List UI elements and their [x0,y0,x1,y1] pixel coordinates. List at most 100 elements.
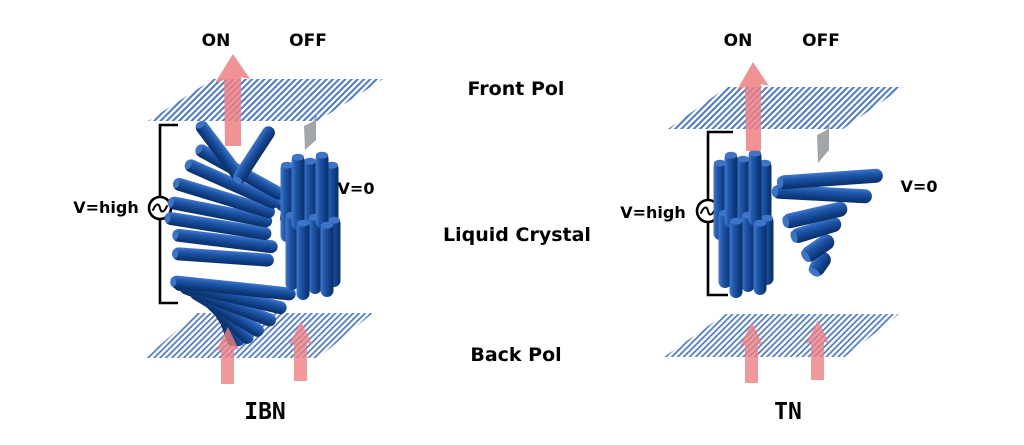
tn-ac-sine-icon [700,206,716,216]
ibn-off-label: OFF [289,31,327,51]
rod-cap [170,276,177,287]
ibn-ac-sine-icon [152,203,168,213]
lc-molecule-rod [308,214,322,294]
rod-cap [782,215,790,228]
rod-cap [167,197,175,208]
rod-cap [233,176,243,184]
rod-cap [281,161,293,169]
rod-body [170,275,296,301]
rod-body [172,228,278,254]
rod-body [172,247,274,267]
lc-molecule-rod [315,152,329,228]
rod-cap [321,221,333,229]
lc-molecule-rod [771,184,872,204]
ibn-backlight-arrow-right [289,321,312,381]
rod-body [173,177,275,219]
tn-off-blocked-light-icon [817,129,829,163]
lc-molecule-rod [320,222,334,297]
lc-molecule-rod [184,159,280,209]
lc-molecule-rod [782,201,848,229]
rod-cap [776,176,784,189]
lc-molecule-rod [195,120,245,182]
rod-cap [771,185,779,198]
rod-cap [195,144,203,154]
rod-body [772,184,872,204]
rod-cap [195,120,205,129]
rod-cap [292,153,304,161]
rod-cap [749,149,761,157]
ibn-v-high-label: V=high [73,198,139,217]
lc-molecule-rod [753,220,767,295]
lc-molecule-rod [167,196,273,228]
rod-cap [184,159,192,170]
lc-molecule-rod [776,168,883,190]
tn-v-zero-label: V=0 [901,177,938,196]
ibn-panel-title: IBN [244,399,286,425]
lc-molecule-rod [172,247,274,267]
ibn-backlight-arrow-left [216,327,239,384]
tn-panel: ON OFF V=high V=0 TN [620,31,937,425]
rod-cap [725,151,737,159]
rod-cap [808,267,820,277]
lc-molecule-rod [172,228,278,254]
lc-molecule-rod [172,177,275,219]
rod-cap [297,219,309,227]
rod-cap [790,230,798,243]
liquid-crystal-label: Liquid Crystal [443,224,591,246]
rod-cap [316,151,328,159]
front-pol-label: Front Pol [468,78,565,100]
lc-molecule-rod [296,220,310,300]
lc-molecule-rod [285,212,299,290]
rod-cap [172,178,180,189]
tn-on-label: ON [724,31,753,51]
rod-cap [164,213,171,223]
rod-cap [754,219,766,227]
tn-back-polarizer-plane [664,314,899,357]
lc-molecule-rod [748,150,762,226]
rod-cap [714,159,726,167]
tn-panel-title: TN [774,399,802,425]
rod-cap [172,229,179,240]
rod-cap [801,250,811,263]
lc-molecule-rod [718,210,732,288]
rod-cap [730,217,742,225]
ibn-v-zero-label: V=0 [338,179,375,198]
lc-molecule-rod [724,152,738,228]
rod-body [782,201,848,229]
rod-body [233,126,275,184]
ibn-front-polarizer-plane [148,79,383,121]
tn-off-blocked-light-tip [826,120,831,131]
lc-molecule-rod [164,212,272,240]
layer-labels: Front Pol Liquid Crystal Back Pol [443,78,591,366]
rod-cap [759,159,771,167]
ibn-off-blocked-light-icon [304,120,316,150]
rod-cap [737,155,749,163]
rod-cap [761,214,773,222]
rod-body [167,196,273,228]
lc-molecule-rod [801,234,835,263]
lc-molecule-rod [291,154,305,230]
back-pol-label: Back Pol [470,344,561,366]
tn-off-label: OFF [802,31,840,51]
lc-molecule-rod [741,212,755,292]
ibn-off-molecules [280,151,341,300]
rod-body [164,212,272,240]
rod-body [195,120,245,182]
tn-off-molecules [771,168,883,277]
ibn-panel: ON OFF V=high V=0 IBN [73,31,383,425]
lc-molecule-rod [729,218,743,298]
ibn-on-transmitted-light-arrow [215,54,250,146]
rod-body [184,159,280,209]
rod-body [777,168,883,190]
tn-on-transmitted-light-arrow [737,62,769,151]
lc-molecule-rod [233,126,275,184]
tn-backlight-arrow-left [740,322,763,383]
tn-front-polarizer-plane [668,87,903,129]
lc-molecule-rod [170,275,296,301]
ibn-on-label: ON [202,31,231,51]
rod-cap [304,157,316,165]
rod-body [790,217,842,243]
rod-cap [172,248,179,259]
